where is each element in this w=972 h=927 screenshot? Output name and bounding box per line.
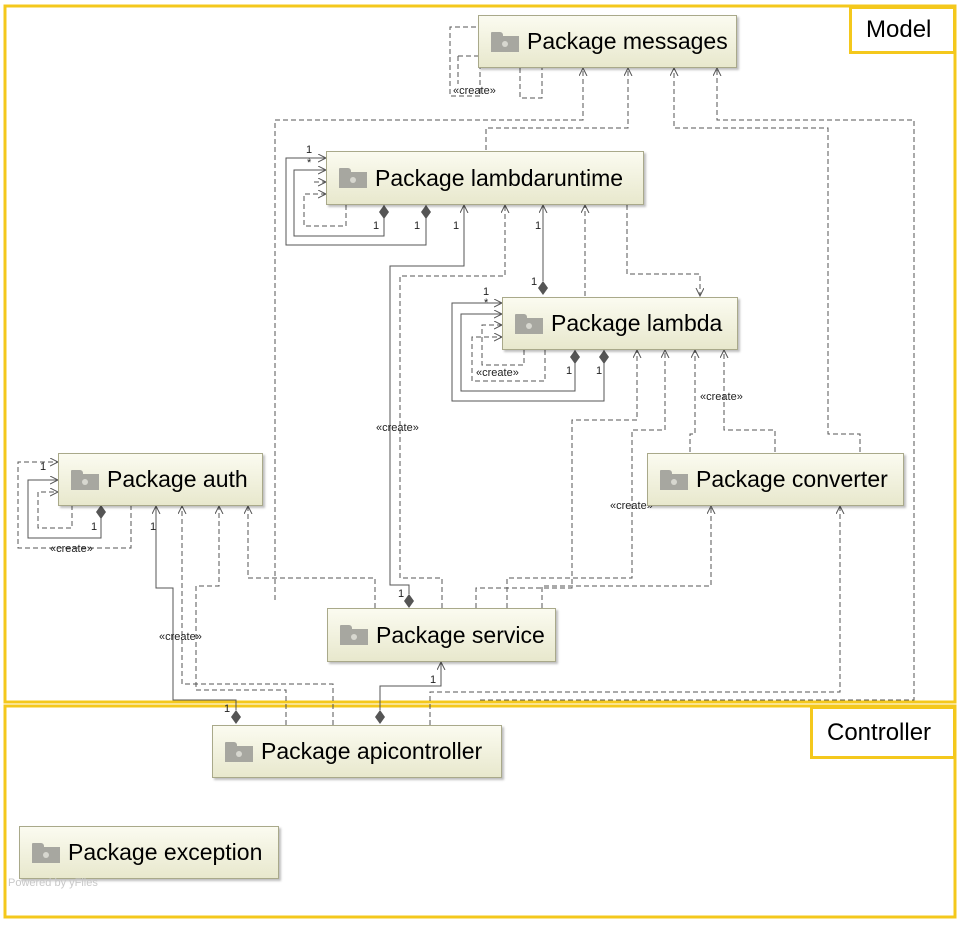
package-apicontroller-label: Package apicontroller bbox=[261, 738, 483, 764]
controller-layer-label-text: Controller bbox=[827, 718, 932, 746]
composition-diamond bbox=[599, 350, 609, 364]
multiplicity-label: 1 bbox=[531, 276, 537, 288]
model-layer-label: Model bbox=[849, 6, 956, 54]
multiplicity-label: 1 bbox=[91, 521, 97, 533]
multiplicity-label: 1 bbox=[430, 674, 436, 686]
multiplicity-label: 1 bbox=[483, 286, 489, 298]
package-messages-label: Package messages bbox=[527, 28, 728, 54]
package-folder-icon bbox=[32, 842, 60, 863]
composition-diamond bbox=[379, 205, 389, 219]
multiplicity-label: 1 bbox=[596, 365, 602, 377]
create-label: «create» bbox=[159, 631, 202, 643]
package-lambda-node[interactable]: Package lambda bbox=[502, 297, 738, 350]
multiplicity-label: * bbox=[307, 157, 312, 169]
package-auth-label: Package auth bbox=[107, 466, 248, 492]
watermark: Powered by yFiles bbox=[8, 877, 98, 889]
create-label: «create» bbox=[610, 500, 653, 512]
multiplicity-label: 1 bbox=[40, 461, 46, 473]
composition-diamond bbox=[538, 281, 548, 295]
package-folder-icon bbox=[225, 741, 253, 762]
lambdaruntime-self-edges bbox=[285, 158, 427, 246]
controller-layer-frame bbox=[3, 704, 957, 919]
composition-diamond bbox=[231, 710, 241, 724]
create-label: «create» bbox=[453, 85, 496, 97]
package-exception-node[interactable]: Package exception bbox=[19, 826, 279, 879]
controller-layer-label: Controller bbox=[810, 706, 956, 759]
package-converter-node[interactable]: Package converter bbox=[647, 453, 904, 506]
composition-diamond bbox=[96, 505, 106, 519]
model-layer-frame bbox=[3, 4, 957, 704]
create-label: «create» bbox=[476, 367, 519, 379]
edges-to-messages bbox=[274, 68, 915, 701]
create-label: «create» bbox=[50, 543, 93, 555]
package-exception-label: Package exception bbox=[68, 839, 263, 865]
multiplicity-label: 1 bbox=[414, 220, 420, 232]
package-folder-icon bbox=[515, 313, 543, 334]
multiplicity-label: * bbox=[484, 297, 489, 309]
package-service-node[interactable]: Package service bbox=[327, 608, 556, 662]
package-folder-icon bbox=[71, 469, 99, 490]
package-lambdaruntime-label: Package lambdaruntime bbox=[375, 164, 624, 191]
composition-diamond bbox=[404, 594, 414, 608]
converter-lambda-edges bbox=[689, 350, 776, 452]
multiplicity-label: 1 bbox=[224, 703, 230, 715]
multiplicity-label: 1 bbox=[535, 220, 541, 232]
package-folder-icon bbox=[660, 469, 688, 490]
composition-diamond bbox=[421, 205, 431, 219]
model-layer-label-text: Model bbox=[866, 16, 932, 43]
composition-diamond bbox=[570, 350, 580, 364]
edge-labels: «create» «create» «create» «create» «cre… bbox=[40, 85, 743, 715]
multiplicity-label: 1 bbox=[566, 365, 572, 377]
create-label: «create» bbox=[700, 391, 743, 403]
package-folder-icon bbox=[491, 31, 519, 52]
package-lambda-label: Package lambda bbox=[551, 310, 723, 336]
package-auth-node[interactable]: Package auth bbox=[58, 453, 263, 506]
lambdaruntime-lambda-edges bbox=[543, 205, 700, 296]
apicontroller-edges bbox=[156, 506, 840, 725]
package-folder-icon bbox=[340, 625, 368, 645]
lambda-self-edges bbox=[451, 303, 605, 402]
package-folder-icon bbox=[339, 168, 367, 188]
multiplicity-label: 1 bbox=[453, 220, 459, 232]
package-apicontroller-node[interactable]: Package apicontroller bbox=[212, 725, 502, 778]
multiplicity-label: 1 bbox=[150, 521, 156, 533]
multiplicity-label: 1 bbox=[373, 220, 379, 232]
service-edges bbox=[248, 205, 711, 608]
auth-self-edges bbox=[17, 462, 132, 549]
package-converter-label: Package converter bbox=[696, 466, 888, 492]
package-lambdaruntime-node[interactable]: Package lambdaruntime bbox=[326, 151, 644, 205]
create-label: «create» bbox=[376, 422, 419, 434]
package-service-label: Package service bbox=[376, 621, 545, 648]
multiplicity-label: 1 bbox=[306, 144, 312, 156]
package-messages-node[interactable]: Package messages bbox=[478, 15, 737, 68]
multiplicity-label: 1 bbox=[398, 588, 404, 600]
composition-diamond bbox=[375, 710, 385, 724]
